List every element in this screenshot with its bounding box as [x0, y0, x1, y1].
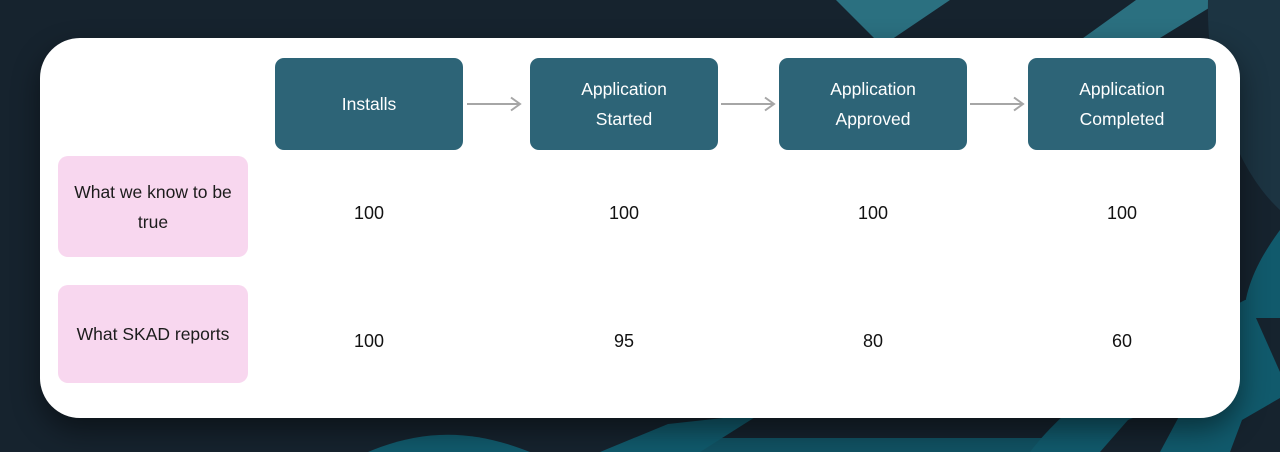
stage-label: Application Approved: [830, 79, 916, 129]
arrow-right-icon: [721, 96, 776, 112]
stage-box-application-approved: Application Approved: [779, 58, 967, 150]
arrow-right-icon: [467, 96, 522, 112]
row-label-text: What we know to be true: [74, 181, 232, 232]
arrow-right-icon: [970, 96, 1025, 112]
value-cell: 95: [613, 330, 635, 351]
stage-label: Application Completed: [1079, 79, 1165, 129]
value-cell: 100: [857, 202, 889, 223]
stage-box-installs: Installs: [275, 58, 463, 150]
row-label-known-true: What we know to be true: [58, 156, 248, 257]
value-cell: 100: [353, 330, 385, 351]
row-label-skad-reports: What SKAD reports: [58, 285, 248, 383]
stage-label: Application Started: [581, 79, 667, 129]
stage-box-application-started: Application Started: [530, 58, 718, 150]
value-cell: 100: [608, 202, 640, 223]
value-cell: 100: [1106, 202, 1138, 223]
value-cell: 100: [353, 202, 385, 223]
stage-label: Installs: [341, 94, 397, 114]
row-label-text: What SKAD reports: [76, 324, 230, 344]
diagram-card: Installs Application Started Application…: [40, 38, 1240, 418]
stage-box-application-completed: Application Completed: [1028, 58, 1216, 150]
value-cell: 60: [1111, 330, 1133, 351]
value-cell: 80: [862, 330, 884, 351]
